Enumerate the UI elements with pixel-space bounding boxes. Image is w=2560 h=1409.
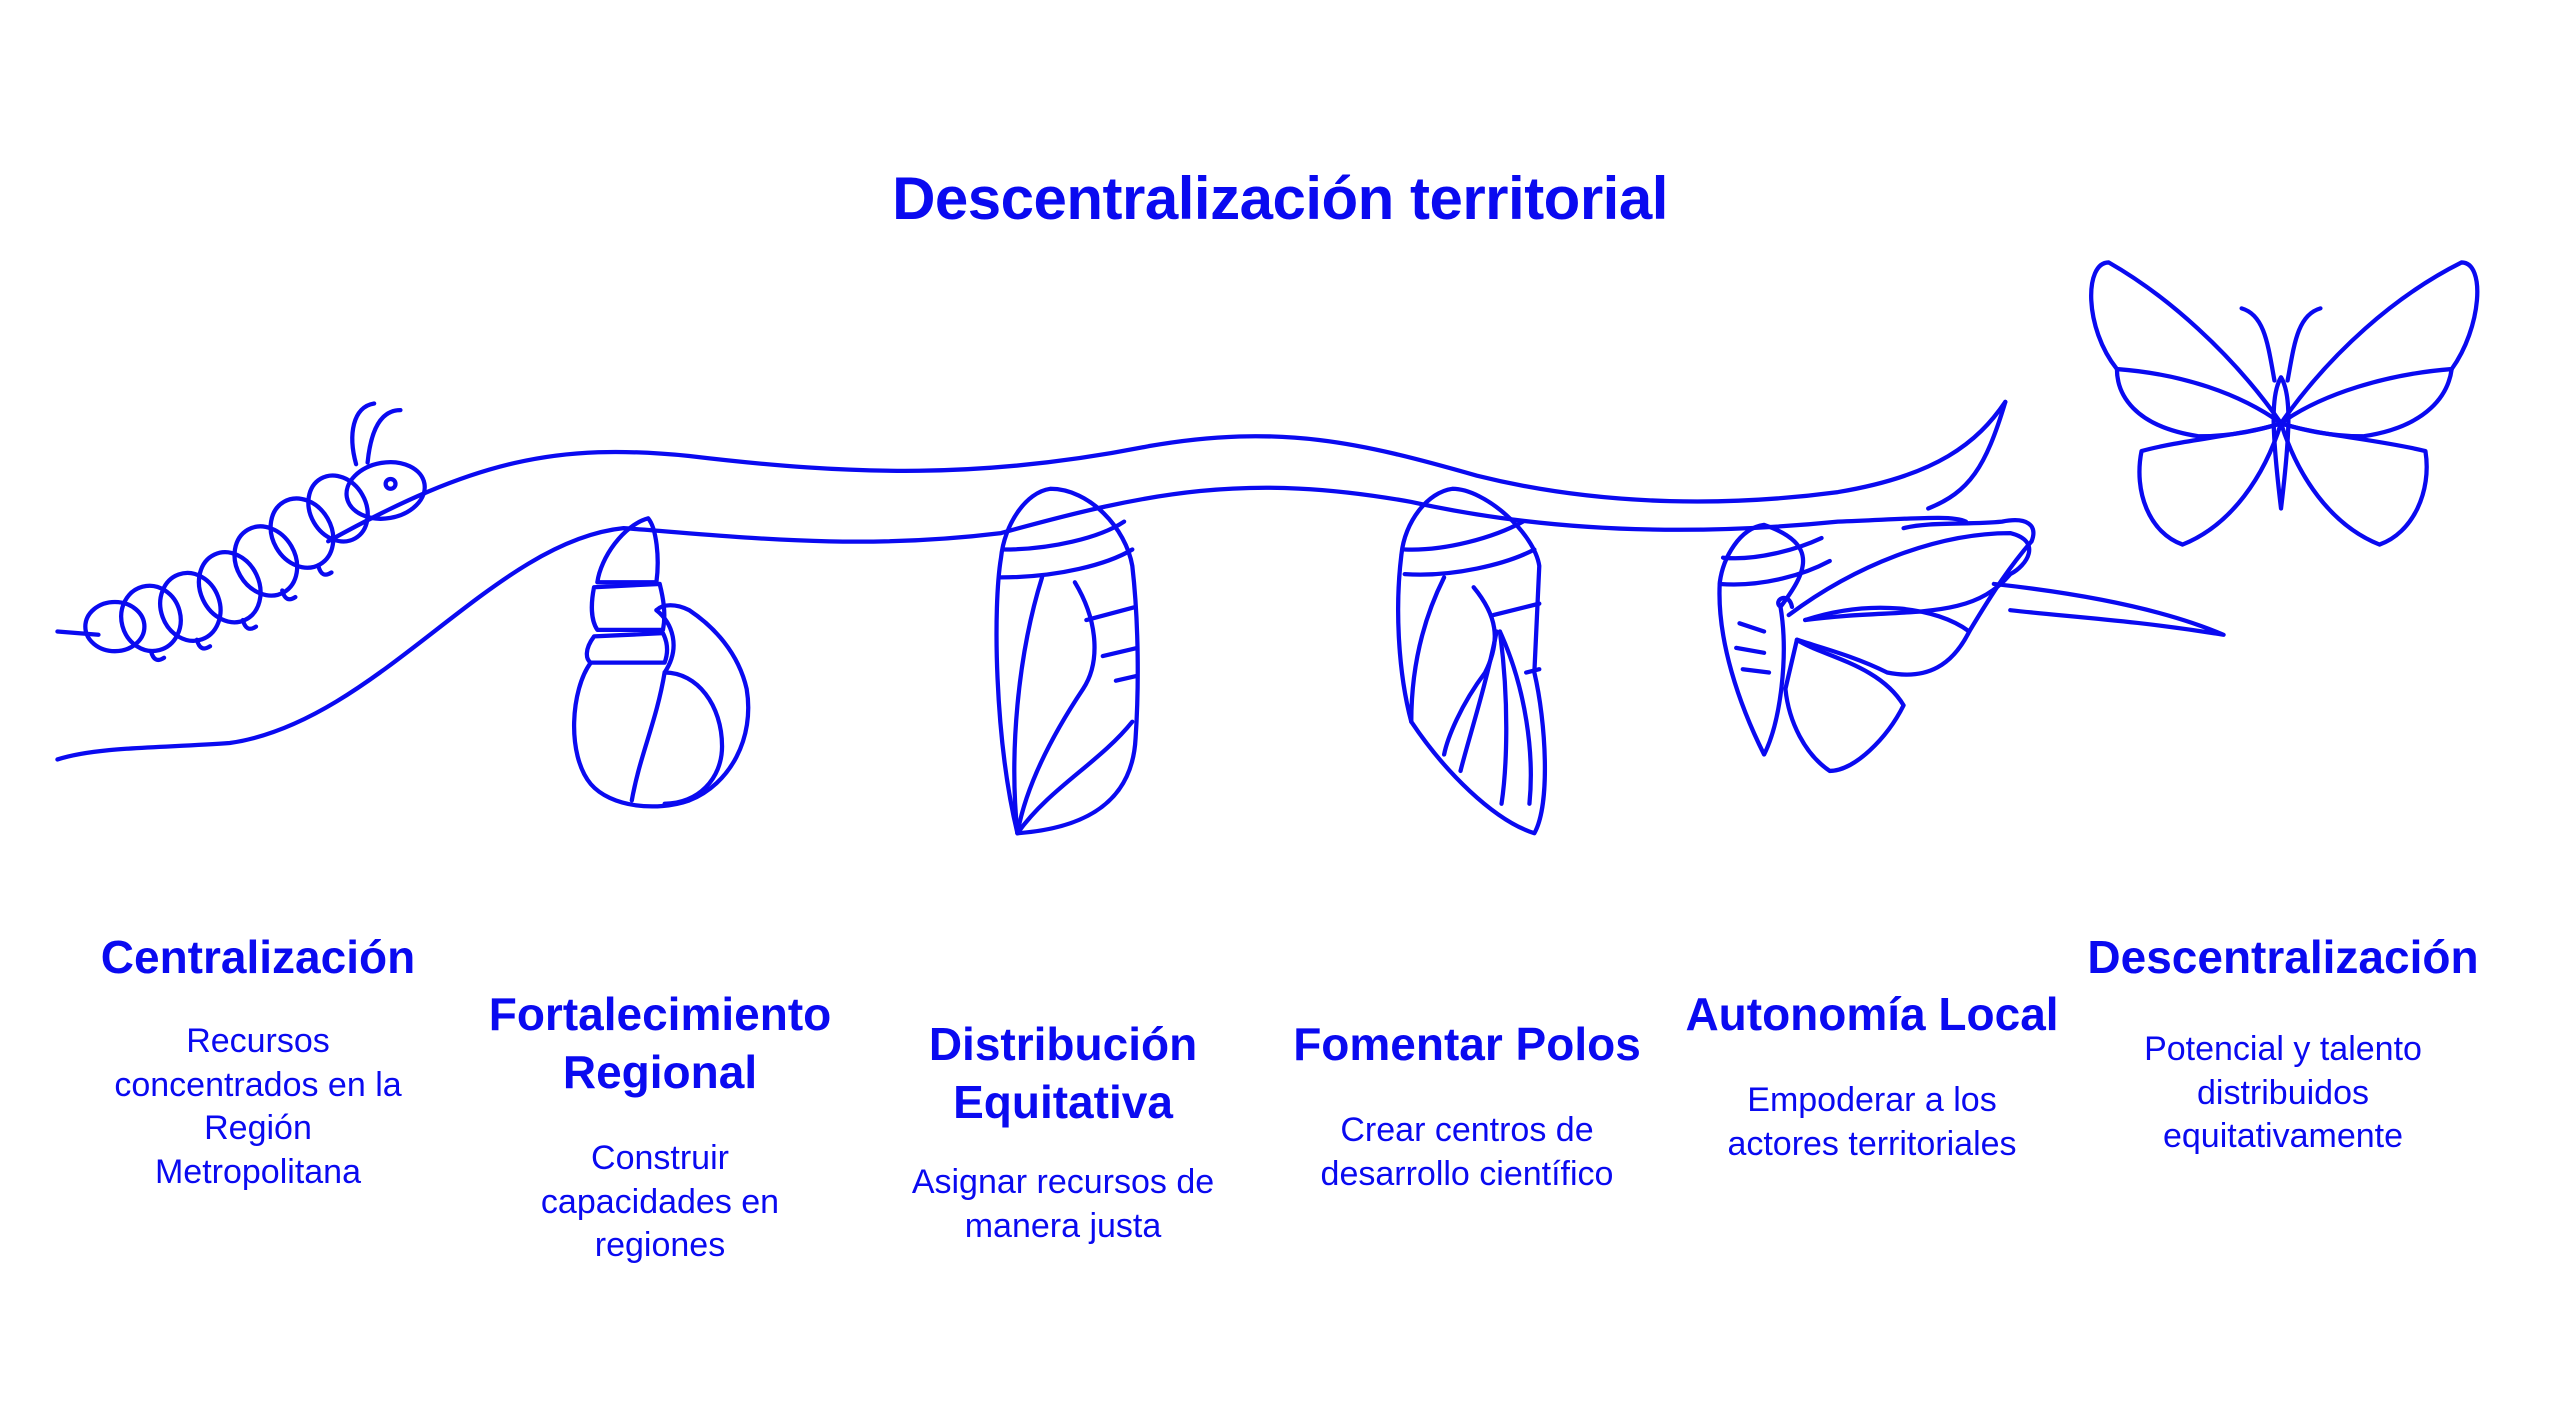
butterfly-icon (2089, 260, 2480, 547)
chrysalis-mature-icon (1396, 486, 1548, 836)
chrysalis-forming-icon (572, 516, 751, 809)
stage-centralizacion: Centralización Recursos concentrados en … (48, 928, 468, 1194)
stage-description: Construir capacidades en regiones (540, 1139, 780, 1264)
stage-description: Recursos concentrados en la Región Metro… (114, 1022, 402, 1191)
stage-description: Potencial y talento distribuidos equitat… (2144, 1030, 2422, 1155)
branch-icon (55, 399, 2226, 762)
stage-description: Empoderar a los actores territoriales (1727, 1081, 2017, 1163)
stage-descentralizacion: Descentralización Potencial y talento di… (2063, 928, 2503, 1159)
stage-description: Crear centros de desarrollo científico (1320, 1111, 1614, 1193)
stage-heading: Fomentar Polos (1293, 1018, 1641, 1070)
stage-fomentar-polos: Fomentar Polos Crear centros de desarrol… (1257, 1015, 1677, 1196)
chrysalis-icon (994, 486, 1140, 836)
caterpillar-icon (83, 401, 427, 663)
emerging-butterfly-icon (1717, 518, 2036, 774)
stage-heading: Centralización (100, 931, 416, 983)
stage-fortalecimiento-regional: Fortalecimiento Regional Construir capac… (450, 985, 870, 1268)
stage-autonomia-local: Autonomía Local Empoderar a los actores … (1662, 985, 2082, 1166)
stage-heading: Distribución Equitativa (928, 1018, 1198, 1128)
stage-description: Asignar recursos de manera justa (911, 1163, 1215, 1245)
page-title: Descentralización territorial (892, 165, 1668, 233)
stage-heading: Fortalecimiento Regional (488, 988, 832, 1098)
stage-distribucion-equitativa: Distribución Equitativa Asignar recursos… (853, 1015, 1273, 1248)
stage-heading: Autonomía Local (1685, 988, 2059, 1040)
stage-heading: Descentralización (2087, 931, 2479, 983)
